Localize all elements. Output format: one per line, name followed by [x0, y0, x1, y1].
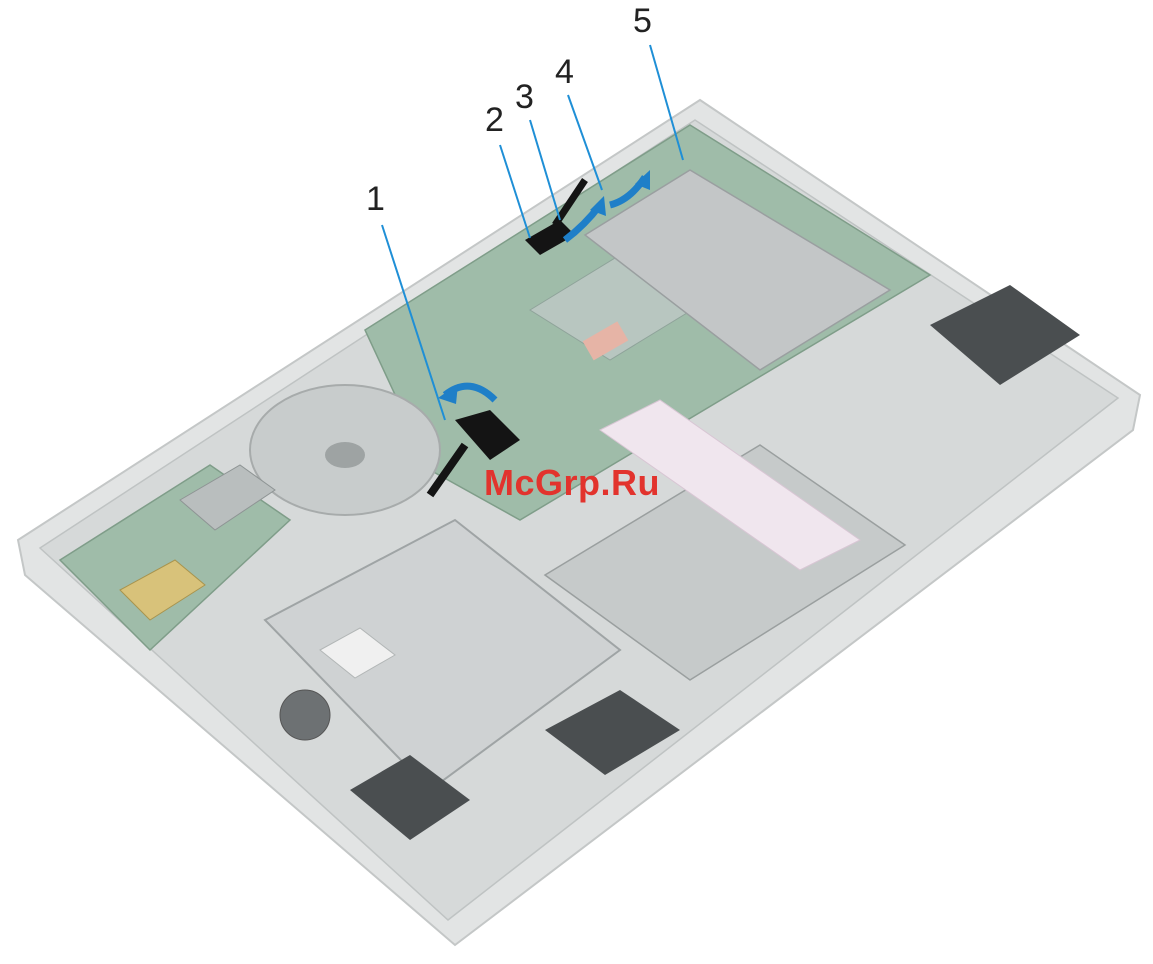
- coin-cell-battery: [280, 690, 330, 740]
- callout-2: 2: [485, 103, 504, 137]
- callout-1: 1: [366, 182, 385, 216]
- callout-5: 5: [633, 4, 652, 38]
- callout-3: 3: [515, 80, 534, 114]
- watermark: McGrp.Ru: [484, 462, 660, 504]
- fan-hub: [325, 442, 365, 468]
- callout-4: 4: [555, 55, 574, 89]
